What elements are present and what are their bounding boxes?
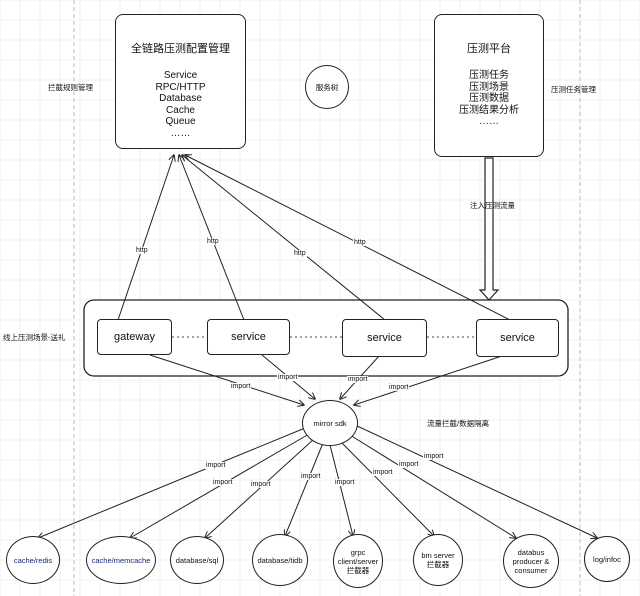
import-label: import bbox=[300, 473, 322, 480]
platform-item: 压测数据 bbox=[469, 93, 509, 104]
config-item: Service bbox=[163, 70, 198, 81]
import-label: import bbox=[334, 479, 356, 486]
gateway-node: gateway bbox=[97, 319, 172, 355]
task-management-label: 压测任务管理 bbox=[551, 85, 596, 94]
platform-item-list: 压测任务 压测场景 压测数据 压测结果分析 …… bbox=[435, 70, 543, 128]
inject-arrow bbox=[478, 157, 500, 301]
config-item: RPC/HTTP bbox=[155, 81, 206, 93]
http-arrow bbox=[179, 155, 245, 321]
plugin-memcache: cache/memcache bbox=[86, 536, 156, 584]
import-label: import bbox=[230, 383, 252, 390]
plugin-bm-server: bm server 拦截器 bbox=[413, 534, 463, 586]
plugin-tidb: database/tidb bbox=[252, 534, 308, 586]
config-item: Database bbox=[159, 93, 202, 104]
import-label: import bbox=[205, 462, 227, 469]
scene-container bbox=[83, 299, 569, 377]
platform-item: 压测任务 bbox=[469, 70, 509, 81]
config-management-title: 全链路压测配置管理 bbox=[131, 43, 230, 55]
config-management-box: 全链路压测配置管理 Service RPC/HTTP Database Cach… bbox=[115, 14, 246, 149]
plugin-arrow bbox=[205, 438, 315, 538]
http-label: http bbox=[353, 239, 367, 246]
import-arrow bbox=[354, 354, 506, 405]
service-node: service bbox=[207, 319, 290, 355]
traffic-isolation-label: 流量拦截/数据隔离 bbox=[427, 419, 490, 428]
intercept-rules-label: 拦截规则管理 bbox=[48, 83, 93, 92]
http-arrow bbox=[182, 155, 386, 321]
plugin-arrow bbox=[285, 442, 324, 536]
http-label: http bbox=[206, 238, 220, 245]
http-arrow bbox=[117, 155, 174, 321]
plugin-sql: database/sql bbox=[170, 536, 224, 584]
import-label: import bbox=[347, 376, 369, 383]
service-node: service bbox=[342, 319, 427, 357]
import-arrow bbox=[149, 354, 304, 405]
plugin-arrow bbox=[354, 424, 597, 538]
platform-title: 压测平台 bbox=[467, 43, 511, 55]
http-label: http bbox=[293, 250, 307, 257]
inject-traffic-label: 注入压测流量 bbox=[470, 201, 515, 210]
import-label: import bbox=[212, 479, 234, 486]
platform-box: 压测平台 压测任务 压测场景 压测数据 压测结果分析 …… bbox=[434, 14, 544, 157]
config-item: …… bbox=[170, 127, 191, 139]
mirror-sdk-node: mirror sdk bbox=[302, 400, 358, 446]
service-tree-node: 服务树 bbox=[305, 65, 349, 109]
plugin-grpc: grpc client/server 拦截器 bbox=[333, 534, 383, 588]
plugin-arrow bbox=[339, 440, 434, 536]
http-arrow bbox=[185, 155, 511, 321]
plugin-log: log/infoc bbox=[584, 536, 630, 582]
config-item: Queue bbox=[165, 116, 196, 127]
plugin-arrow bbox=[349, 434, 516, 538]
http-label: http bbox=[135, 247, 149, 254]
import-label: import bbox=[250, 481, 272, 488]
online-scene-label: 线上压测场景-送礼 bbox=[3, 333, 66, 342]
plugin-redis: cache/redis bbox=[6, 536, 60, 584]
plugin-arrow bbox=[38, 427, 306, 538]
platform-item: …… bbox=[479, 116, 499, 127]
plugin-arrow bbox=[329, 444, 353, 536]
service-node: service bbox=[476, 319, 559, 357]
import-label: import bbox=[277, 374, 299, 381]
plugin-arrow bbox=[130, 433, 310, 538]
import-label: import bbox=[372, 469, 394, 476]
import-label: import bbox=[388, 384, 410, 391]
import-label: import bbox=[423, 453, 445, 460]
config-item: Cache bbox=[166, 104, 195, 116]
import-label: import bbox=[398, 461, 420, 468]
plugin-databus: databus producer & consumer bbox=[503, 534, 559, 588]
config-item-list: Service RPC/HTTP Database Cache Queue …… bbox=[116, 70, 245, 139]
platform-item: 压测结果分析 bbox=[459, 104, 519, 116]
platform-item: 压测场景 bbox=[469, 81, 509, 93]
